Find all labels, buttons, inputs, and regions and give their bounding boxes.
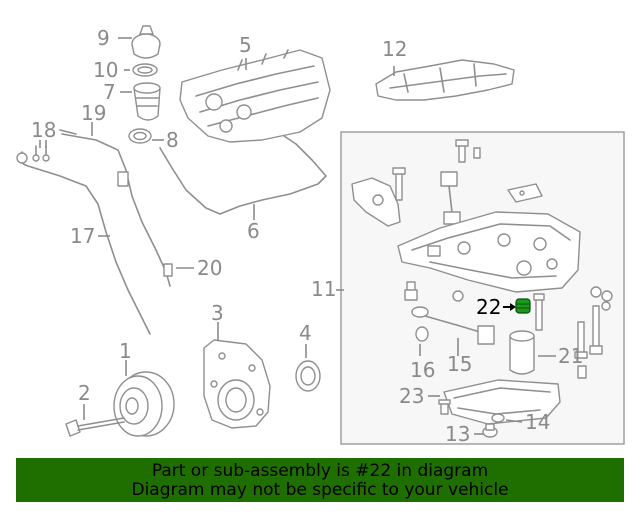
part-7-filler-tube[interactable] (133, 82, 161, 121)
part-6-valve-cover-gasket[interactable] (159, 135, 327, 215)
part-20-tube-end[interactable] (163, 263, 173, 277)
part-19-dipstick-tube[interactable] (59, 129, 171, 287)
part-16-gasket[interactable] (415, 326, 429, 342)
callout-7[interactable]: 7 (103, 80, 116, 104)
part-12-heat-shield[interactable] (375, 59, 515, 101)
callout-14[interactable]: 14 (525, 410, 550, 434)
baffle-plate (507, 183, 543, 203)
callout-10[interactable]: 10 (93, 58, 118, 82)
banner-line-1: Part or sub-assembly is #22 in diagram (151, 461, 489, 481)
part-22-highlighted[interactable] (515, 298, 531, 314)
callout-3[interactable]: 3 (211, 301, 224, 325)
callout-2[interactable]: 2 (78, 381, 91, 405)
callout-20[interactable]: 20 (197, 256, 222, 280)
callout-12[interactable]: 12 (382, 37, 407, 61)
callout-8[interactable]: 8 (166, 128, 179, 152)
callout-23[interactable]: 23 (399, 384, 424, 408)
callout-9[interactable]: 9 (97, 26, 110, 50)
oil-pump-pickup (440, 171, 461, 225)
callout-17[interactable]: 17 (70, 224, 95, 248)
part-17-dipstick[interactable] (16, 151, 151, 335)
oil-pan-upper (397, 211, 581, 293)
drain-bolt (404, 281, 418, 301)
callout-22[interactable]: 22 (476, 295, 501, 319)
part-18-clips[interactable] (32, 145, 50, 162)
callout-13[interactable]: 13 (445, 422, 470, 446)
callout-11[interactable]: 11 (311, 277, 336, 301)
side-bolts (574, 286, 613, 379)
callout-4[interactable]: 4 (299, 321, 312, 345)
part-15-sensor[interactable] (411, 306, 495, 345)
part-9-oil-filler-cap[interactable] (131, 25, 161, 59)
callout-6[interactable]: 6 (247, 219, 260, 243)
callout-1[interactable]: 1 (119, 339, 132, 363)
info-banner: Part or sub-assembly is #22 in diagram D… (16, 458, 624, 502)
part-2-balancer-bolt[interactable] (65, 417, 125, 437)
part-4-front-seal[interactable] (295, 360, 321, 392)
pan-bolt (438, 399, 451, 415)
part-13-drain-plug[interactable] (482, 423, 498, 438)
callout-21[interactable]: 21 (558, 344, 583, 368)
leader-lines (39, 37, 556, 435)
pump-bracket (351, 167, 406, 227)
part-21-oil-filter[interactable] (509, 293, 545, 375)
callouts: 9 10 7 8 5 12 18 19 17 20 6 11 1 2 3 4 2… (31, 26, 583, 446)
banner-line-2: Diagram may not be specific to your vehi… (131, 480, 509, 500)
part-3-front-cover[interactable] (203, 339, 271, 429)
part-5-valve-cover[interactable] (179, 49, 331, 143)
callout-15[interactable]: 15 (447, 352, 472, 376)
part-10-seal-ring[interactable] (132, 63, 158, 77)
parts-diagram: 9 10 7 8 5 12 18 19 17 20 6 11 1 2 3 4 2… (16, 25, 625, 446)
callout-18[interactable]: 18 (31, 118, 56, 142)
callout-5[interactable]: 5 (239, 33, 252, 57)
part-14-washer[interactable] (491, 413, 505, 423)
small-plug (452, 290, 464, 302)
bolts-upper (455, 139, 481, 163)
callout-16[interactable]: 16 (410, 358, 435, 382)
part-1-crankshaft-balancer[interactable] (113, 371, 175, 437)
callout-19[interactable]: 19 (81, 101, 106, 125)
part-8-o-ring[interactable] (128, 128, 152, 144)
